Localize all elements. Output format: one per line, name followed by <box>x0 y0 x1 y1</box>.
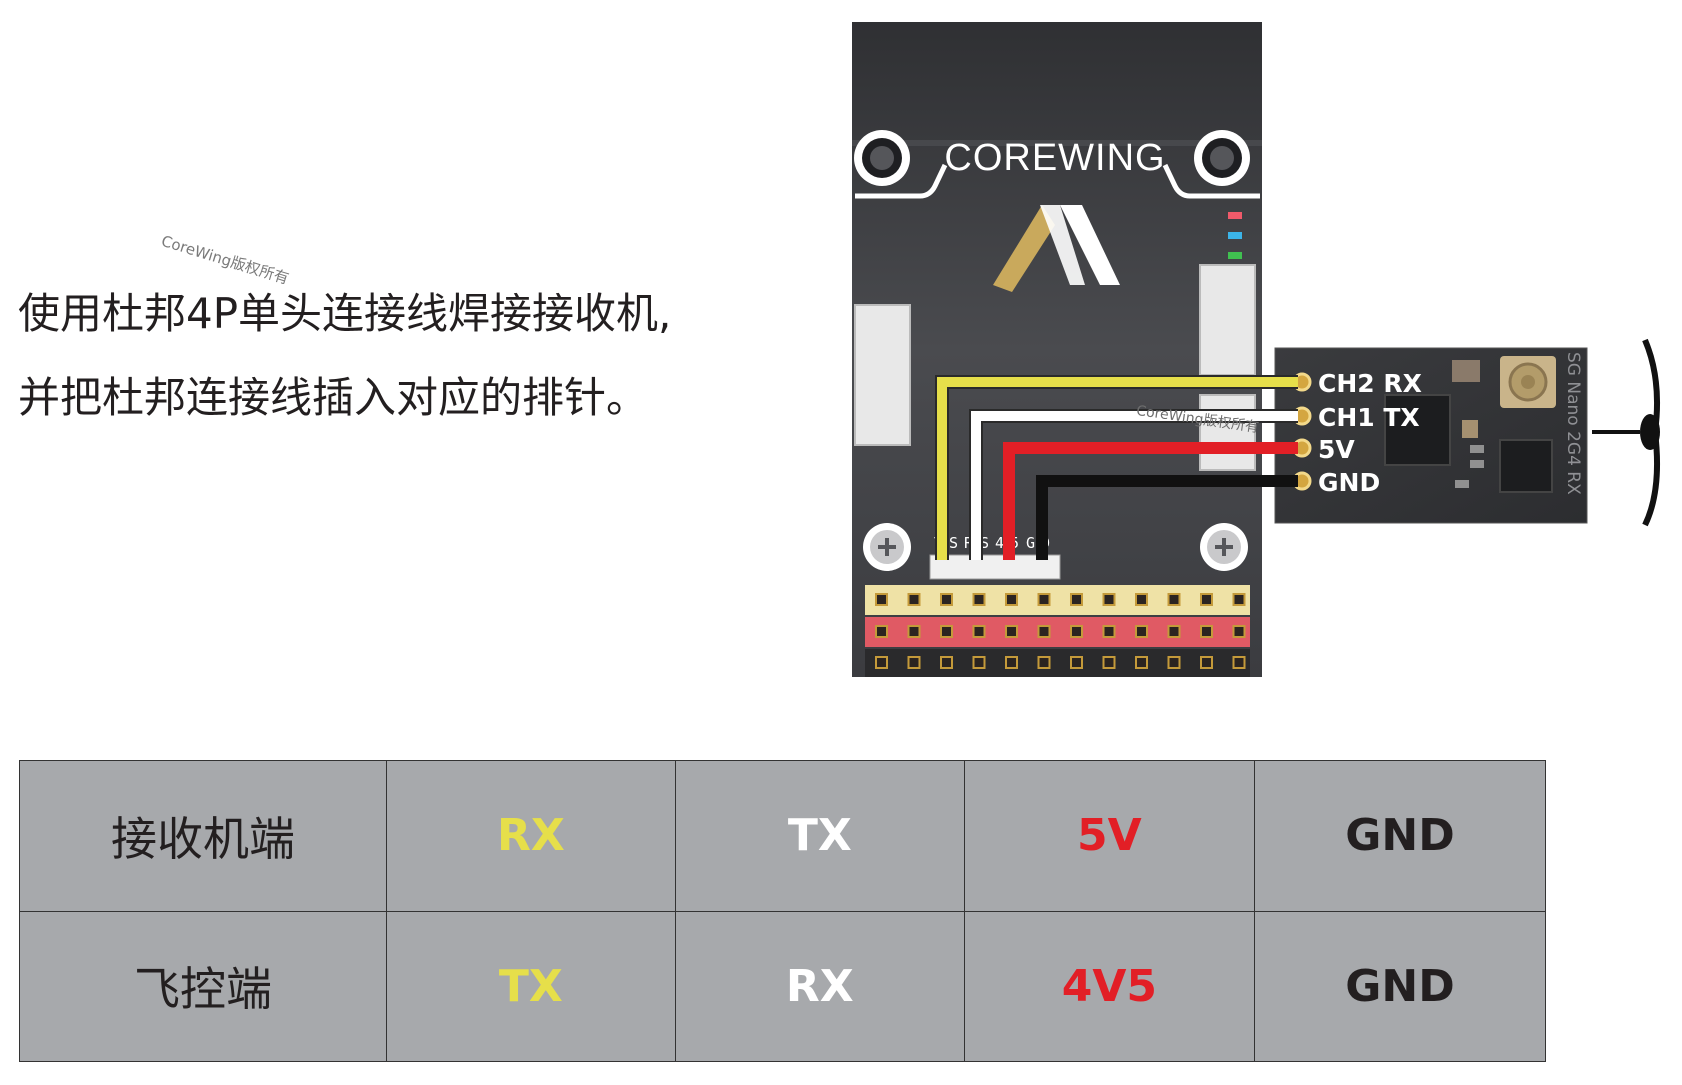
cell-receiver-gnd: GND <box>1254 760 1546 912</box>
header-pin <box>1102 656 1116 669</box>
header-pin <box>1167 656 1181 669</box>
brand-swoosh-left <box>855 163 948 199</box>
pin-row-ground <box>865 649 1250 677</box>
mounting-hole-top-left <box>854 130 910 186</box>
header-pin <box>1037 656 1051 669</box>
mounting-hole-bottom-right <box>1200 523 1248 571</box>
instruction-text: 使用杜邦4P单头连接线焊接接收机, 并把杜邦连接线插入对应的排针。 <box>18 272 671 440</box>
wire-black <box>1036 475 1298 560</box>
header-pin <box>972 593 986 606</box>
wires <box>935 375 1298 560</box>
brand-text: COREWING <box>944 137 1165 179</box>
led-blue <box>1228 232 1242 239</box>
header-pin <box>1135 593 1148 606</box>
header-pin <box>1102 593 1116 606</box>
cell-fc-4v5: 4V5 <box>963 910 1256 1062</box>
led-green <box>1228 252 1242 259</box>
header-pin <box>1200 625 1213 638</box>
header-pin <box>907 625 921 638</box>
receiver-chip-1 <box>1384 394 1451 466</box>
svg-text:G: G <box>1026 534 1035 552</box>
connector-right <box>1199 264 1256 376</box>
header-pin <box>907 593 921 606</box>
header-pin <box>972 656 986 669</box>
connector-left <box>854 304 911 446</box>
row-label-receiver: 接收机端 <box>19 760 387 912</box>
cell-receiver-5v: 5V <box>963 760 1256 912</box>
header-pin <box>1037 625 1051 638</box>
header-pin <box>1037 593 1051 606</box>
header-pin <box>1070 656 1083 669</box>
table-row-receiver: 接收机端 RX TX 5V GND <box>19 760 1546 912</box>
header-pin <box>1232 656 1246 669</box>
header-pin <box>1232 593 1246 606</box>
header-pin <box>1070 625 1083 638</box>
receiver-model-text: SG Nano 2G4 RX <box>1563 352 1583 495</box>
antenna <box>1592 338 1661 527</box>
header-pin <box>1005 656 1018 669</box>
table-row-flight-controller: 飞控端 TX RX 4V5 GND <box>19 910 1546 1062</box>
header-pin <box>907 656 921 669</box>
header-pin <box>1102 625 1116 638</box>
header-pin <box>875 656 888 669</box>
cell-fc-rx: RX <box>674 910 965 1062</box>
svg-text:S: S <box>949 534 958 552</box>
header-pin <box>875 625 888 638</box>
pin-row-signal <box>865 585 1250 615</box>
header-pin <box>1232 625 1246 638</box>
receiver-chip-2 <box>1499 439 1553 493</box>
wire-red <box>1003 442 1298 560</box>
cell-fc-gnd: GND <box>1254 910 1546 1062</box>
pin-label-ch2-rx: CH2 RX <box>1318 369 1422 398</box>
row-label-flight-controller: 飞控端 <box>19 910 387 1062</box>
wire-yellow <box>937 377 1298 560</box>
pinout-table: 接收机端 RX TX 5V GND 飞控端 TX RX 4V5 GND <box>19 760 1546 1062</box>
instruction-line-2: 并把杜邦连接线插入对应的排针。 <box>18 373 649 422</box>
flight-controller-board: COREWING <box>852 22 1262 677</box>
cell-receiver-tx: TX <box>674 760 965 912</box>
header-pin <box>875 593 888 606</box>
pin-row-power <box>865 617 1250 647</box>
mounting-hole-top-right <box>1194 130 1250 186</box>
header-pin <box>1167 593 1181 606</box>
pin-label-gnd: GND <box>1318 468 1380 497</box>
header-pin <box>940 625 953 638</box>
header-pin <box>1135 625 1148 638</box>
cell-fc-tx: TX <box>385 910 676 1062</box>
wiring-diagram: COREWING <box>852 22 1661 677</box>
header-pin <box>1200 656 1213 669</box>
cell-receiver-rx: RX <box>385 760 676 912</box>
corewing-logo <box>993 205 1120 292</box>
pin-label-ch1-tx: CH1 TX <box>1318 403 1420 432</box>
header-pin <box>940 593 953 606</box>
header-pin <box>1005 625 1018 638</box>
connector-right-lower <box>1199 394 1256 471</box>
header-pin <box>1135 656 1148 669</box>
mounting-hole-bottom-left <box>863 523 911 571</box>
header-pin <box>1070 593 1083 606</box>
svg-text:4: 4 <box>995 534 1004 552</box>
pin-label-5v: 5V <box>1318 435 1355 464</box>
instruction-line-1: 使用杜邦4P单头连接线焊接接收机, <box>18 289 672 338</box>
receiver-module: SG Nano 2G4 RX CH2 RX CH1 TX 5V GND <box>1274 347 1588 524</box>
header-pin <box>1167 625 1181 638</box>
wire-white <box>971 411 1298 560</box>
brand-swoosh-right <box>1162 163 1260 199</box>
header-pin <box>940 656 953 669</box>
header-pin <box>972 625 986 638</box>
header-pins <box>875 593 1246 669</box>
led-red <box>1228 212 1242 219</box>
header-pin <box>1005 593 1018 606</box>
svg-text:S: S <box>980 534 989 552</box>
header-pin <box>1200 593 1213 606</box>
